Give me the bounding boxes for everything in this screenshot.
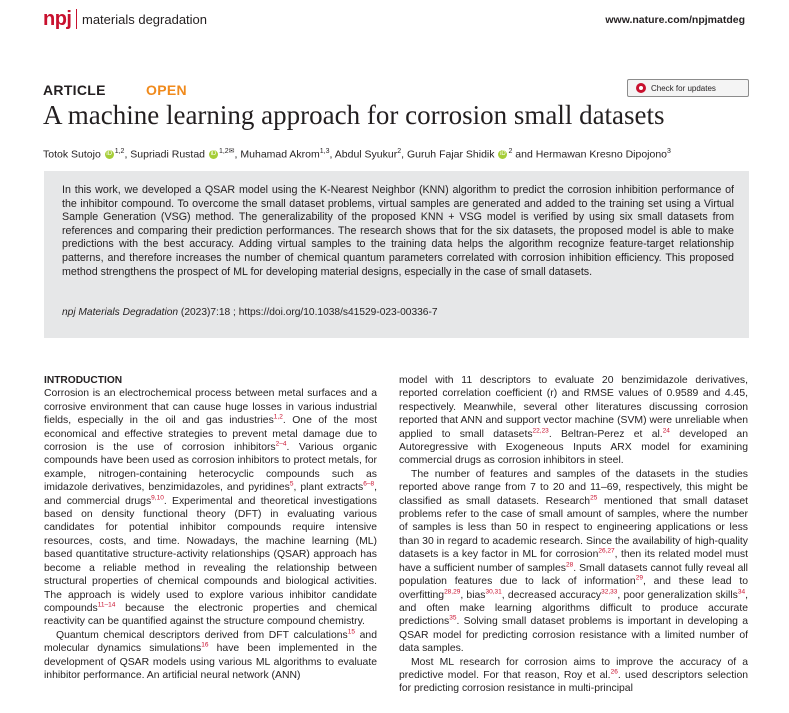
reference-link[interactable]: 5 [289, 480, 294, 488]
reference-link[interactable]: 24 [662, 427, 670, 435]
author-name[interactable]: and Hermawan Kresno Dipojono [515, 148, 668, 161]
reference-link[interactable]: 32,33 [601, 588, 618, 596]
right-column: model with 11 descriptors to evaluate 20… [399, 374, 748, 696]
left-column: INTRODUCTION Corrosion is an electrochem… [44, 374, 377, 682]
author-affiliation: 3 [667, 148, 671, 155]
article-title: A machine learning approach for corrosio… [43, 100, 665, 130]
reference-link[interactable]: 28 [565, 561, 574, 569]
author-affiliation: 2 [508, 148, 513, 155]
author-affiliation: 1,2✉ [218, 148, 235, 155]
author-affiliation: 1,2 [114, 148, 125, 155]
author-name[interactable]: Totok Sutojo [43, 148, 101, 161]
journal-name: materials degradation [82, 12, 208, 27]
intro-paragraph-1: Corrosion is an electrochemical process … [44, 388, 377, 628]
reference-link[interactable]: 29 [635, 574, 643, 582]
logo-divider [76, 9, 77, 29]
reference-link[interactable]: 34 [737, 588, 746, 596]
orcid-icon[interactable]: iD [208, 150, 218, 160]
reference-link[interactable]: 1,2 [273, 413, 283, 421]
article-type: ARTICLE [43, 82, 106, 98]
orcid-icon[interactable]: iD [104, 150, 114, 160]
orcid-icon[interactable]: iD [498, 150, 508, 160]
open-access-label: OPEN [146, 82, 187, 98]
reference-link[interactable]: 26,27 [598, 547, 615, 555]
intro-paragraph-2: Quantum chemical descriptors derived fro… [44, 628, 377, 681]
reference-link[interactable]: 26 [610, 668, 618, 676]
author-affiliation: 2 [397, 148, 402, 155]
page-header: npj materials degradation www.nature.com… [0, 0, 789, 40]
author-name[interactable]: Supriadi Rustad [130, 148, 206, 161]
journal-url-link[interactable]: www.nature.com/npjmatdeg [605, 14, 745, 26]
reference-link[interactable]: 35 [449, 614, 457, 622]
right-paragraph-3: Most ML research for corrosion aims to i… [399, 656, 749, 695]
reference-link[interactable]: 6–8 [363, 480, 375, 488]
reference-link[interactable]: 15 [347, 628, 355, 636]
author-affiliation: 1,3 [319, 148, 330, 155]
reference-link[interactable]: 16 [201, 641, 209, 649]
abstract-box: In this work, we developed a QSAR model … [44, 171, 749, 338]
section-heading: INTRODUCTION [44, 375, 123, 386]
citation-journal: npj Materials Degradation [62, 307, 179, 318]
crossmark-icon [636, 83, 646, 93]
right-paragraph-2: The number of features and samples of th… [399, 468, 749, 655]
reference-link[interactable]: 2–4 [275, 440, 287, 448]
reference-link[interactable]: 28,29 [444, 588, 461, 596]
reference-link[interactable]: 30,31 [485, 588, 502, 596]
npj-logo: npj [43, 8, 72, 30]
check-for-updates-button[interactable]: Check for updates [627, 79, 749, 97]
author-name[interactable]: Guruh Fajar Shidik [406, 148, 495, 161]
author-name[interactable]: Abdul Syukur [334, 148, 398, 161]
check-for-updates-label: Check for updates [651, 83, 716, 93]
citation-line: npj Materials Degradation (2023)7:18 ; h… [62, 307, 438, 318]
reference-link[interactable]: 9,10 [151, 494, 164, 502]
citation-doi-link[interactable]: (2023)7:18 ; https://doi.org/10.1038/s41… [178, 307, 438, 318]
reference-link[interactable]: 11–14 [97, 601, 116, 609]
abstract-text: In this work, we developed a QSAR model … [62, 184, 734, 278]
author-name[interactable]: Muhamad Akrom [240, 148, 320, 161]
reference-link[interactable]: 22,23 [532, 427, 549, 435]
reference-link[interactable]: 25 [590, 494, 598, 502]
right-paragraph-1: model with 11 descriptors to evaluate 20… [399, 375, 748, 467]
